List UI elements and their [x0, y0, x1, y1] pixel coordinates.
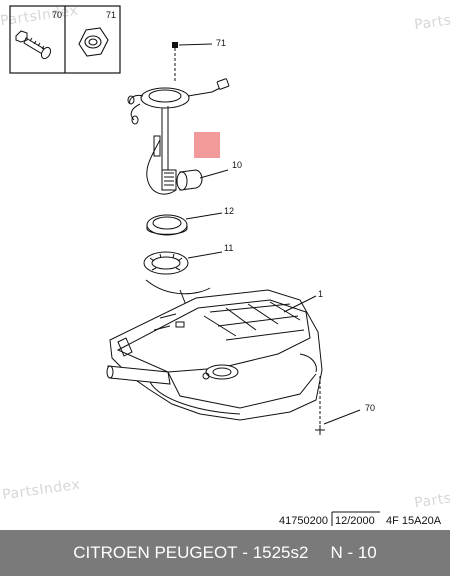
- reference-engine-code: 4F 15A20A: [386, 515, 442, 527]
- callout-71: 71: [216, 38, 226, 48]
- callout-70: 70: [365, 403, 375, 413]
- callout-10: 10: [232, 160, 242, 170]
- nut-icon: [78, 27, 109, 57]
- reference-date: 12/2000: [335, 515, 375, 527]
- bolt-icon: [15, 30, 52, 60]
- footer-page: N - 10: [330, 543, 377, 562]
- lock-ring: [143, 251, 223, 275]
- fuel-sender-unit: [127, 42, 230, 195]
- parts-box-number-71: 71: [106, 10, 116, 20]
- parts-box-number-70: 70: [52, 10, 62, 20]
- footer-bar: CITROEN PEUGEOT - 1525s2 N - 10: [0, 530, 450, 576]
- footer-brand: CITROEN PEUGEOT: [73, 543, 238, 562]
- parts-diagram: 70 71: [9, 5, 442, 527]
- parts-box: 70 71: [9, 5, 121, 74]
- footer-code: 1525s2: [252, 543, 309, 562]
- seal-ring: [146, 212, 223, 236]
- reference-line: 41750200 12/2000 4F 15A20A: [279, 511, 442, 527]
- footer-separator: -: [237, 543, 253, 562]
- callout-12: 12: [224, 206, 234, 216]
- reference-part-code: 41750200: [279, 515, 328, 527]
- fuel-tank: [106, 279, 361, 435]
- callout-11: 11: [224, 243, 233, 253]
- highlight-marker: [194, 132, 220, 158]
- callout-1: 1: [318, 289, 323, 299]
